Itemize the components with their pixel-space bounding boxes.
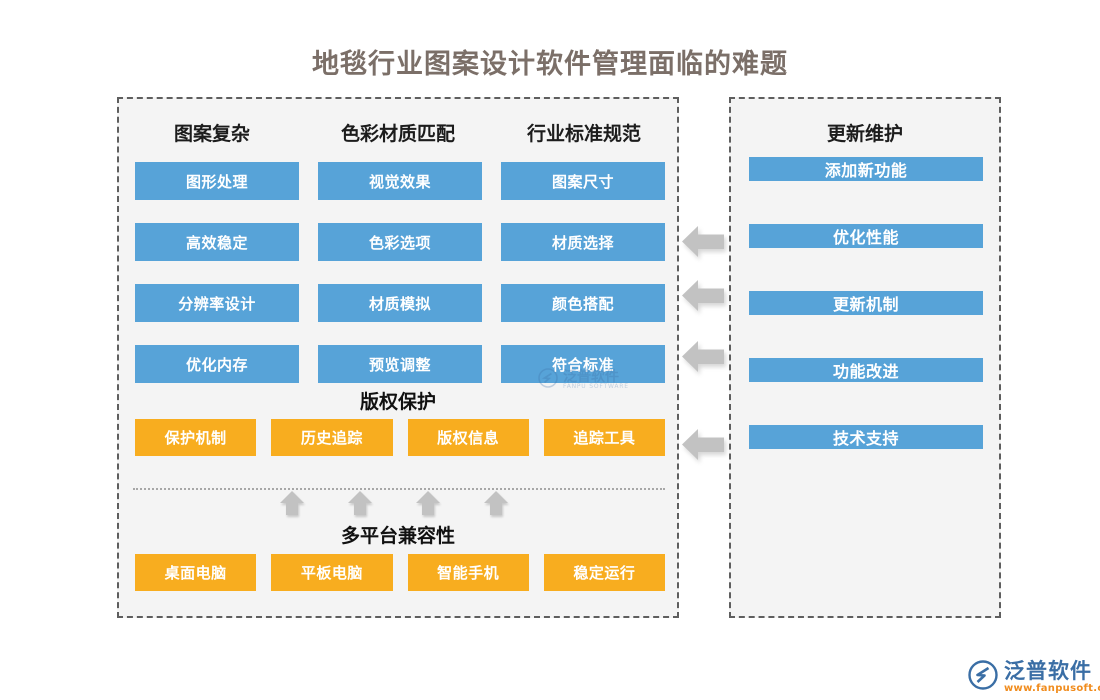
chip-stable-operation[interactable]: 稳定运行 xyxy=(543,554,665,591)
arrow-up-icon xyxy=(483,490,509,516)
arrow-up-icon xyxy=(415,490,441,516)
chip-feature-improvement[interactable]: 功能改进 xyxy=(749,358,983,382)
arrow-left-icon xyxy=(681,225,725,258)
chip-meets-standard[interactable]: 符合标准 xyxy=(501,345,665,383)
panel-heading-update-maintenance: 更新维护 xyxy=(826,123,903,145)
copyright-chip-row: 保护机制 历史追踪 版权信息 追踪工具 xyxy=(135,419,665,456)
chip-efficient-stable[interactable]: 高效稳定 xyxy=(135,223,299,261)
right-panel: 更新维护 添加新功能 优化性能 更新机制 功能改进 技术支持 xyxy=(729,97,1001,618)
arrow-left-icon xyxy=(681,428,725,461)
chip-pattern-size[interactable]: 图案尺寸 xyxy=(501,162,665,200)
arrow-left-icon xyxy=(681,279,725,312)
chip-memory-optimization[interactable]: 优化内存 xyxy=(135,345,299,383)
update-maintenance-list: 添加新功能 优化性能 更新机制 功能改进 技术支持 xyxy=(749,157,983,449)
arrow-up-icon xyxy=(347,490,373,516)
chip-smartphone[interactable]: 智能手机 xyxy=(407,554,529,591)
section-heading-multiplatform: 多平台兼容性 xyxy=(340,525,455,547)
grid-row: 高效稳定 色彩选项 材质选择 xyxy=(135,223,665,261)
up-arrow-group xyxy=(279,490,509,516)
chip-graphics-processing[interactable]: 图形处理 xyxy=(135,162,299,200)
chip-color-options[interactable]: 色彩选项 xyxy=(318,223,482,261)
page-title: 地毯行业图案设计软件管理面临的难题 xyxy=(312,49,788,80)
chip-tablet-computer[interactable]: 平板电脑 xyxy=(271,554,393,591)
arrow-left-icon xyxy=(681,340,725,373)
platform-chip-row: 桌面电脑 平板电脑 智能手机 稳定运行 xyxy=(135,554,665,591)
chip-optimize-performance[interactable]: 优化性能 xyxy=(749,224,983,248)
left-arrow-group xyxy=(681,225,725,485)
chip-copyright-info[interactable]: 版权信息 xyxy=(407,419,529,456)
column-headings: 图案复杂 色彩材质匹配 行业标准规范 xyxy=(119,119,677,146)
grid-row: 优化内存 预览调整 符合标准 xyxy=(135,345,665,383)
chip-tracking-tool[interactable]: 追踪工具 xyxy=(543,419,665,456)
chip-color-matching[interactable]: 颜色搭配 xyxy=(501,284,665,322)
chip-history-tracking[interactable]: 历史追踪 xyxy=(271,419,393,456)
logo-swoosh-icon xyxy=(968,660,998,694)
logo-website-url: www.fanpusoft.com xyxy=(1004,683,1100,695)
chip-protection-mechanism[interactable]: 保护机制 xyxy=(135,419,257,456)
chip-technical-support[interactable]: 技术支持 xyxy=(749,425,983,449)
arrow-up-icon xyxy=(279,490,305,516)
chip-add-new-feature[interactable]: 添加新功能 xyxy=(749,157,983,181)
chip-resolution-design[interactable]: 分辨率设计 xyxy=(135,284,299,322)
column-heading-pattern-complexity: 图案复杂 xyxy=(173,123,250,145)
column-heading-industry-standard: 行业标准规范 xyxy=(526,123,641,145)
column-heading-color-material-match: 色彩材质匹配 xyxy=(340,123,455,145)
brand-logo: 泛普软件 www.fanpusoft.com xyxy=(968,659,1100,695)
left-panel: 图案复杂 色彩材质匹配 行业标准规范 图形处理 视觉效果 图案尺寸 高效稳定 色… xyxy=(117,97,679,618)
chip-update-mechanism[interactable]: 更新机制 xyxy=(749,291,983,315)
grid-row: 图形处理 视觉效果 图案尺寸 xyxy=(135,162,665,200)
chip-material-selection[interactable]: 材质选择 xyxy=(501,223,665,261)
grid-row: 分辨率设计 材质模拟 颜色搭配 xyxy=(135,284,665,322)
blue-chip-grid: 图形处理 视觉效果 图案尺寸 高效稳定 色彩选项 材质选择 分辨率设计 材质模拟… xyxy=(135,162,665,383)
chip-visual-effect[interactable]: 视觉效果 xyxy=(318,162,482,200)
logo-brand-name: 泛普软件 xyxy=(1004,659,1092,683)
section-heading-copyright-protection: 版权保护 xyxy=(359,391,436,413)
chip-material-simulation[interactable]: 材质模拟 xyxy=(318,284,482,322)
chip-preview-adjustment[interactable]: 预览调整 xyxy=(318,345,482,383)
section-divider xyxy=(133,488,665,490)
chip-desktop-computer[interactable]: 桌面电脑 xyxy=(135,554,257,591)
